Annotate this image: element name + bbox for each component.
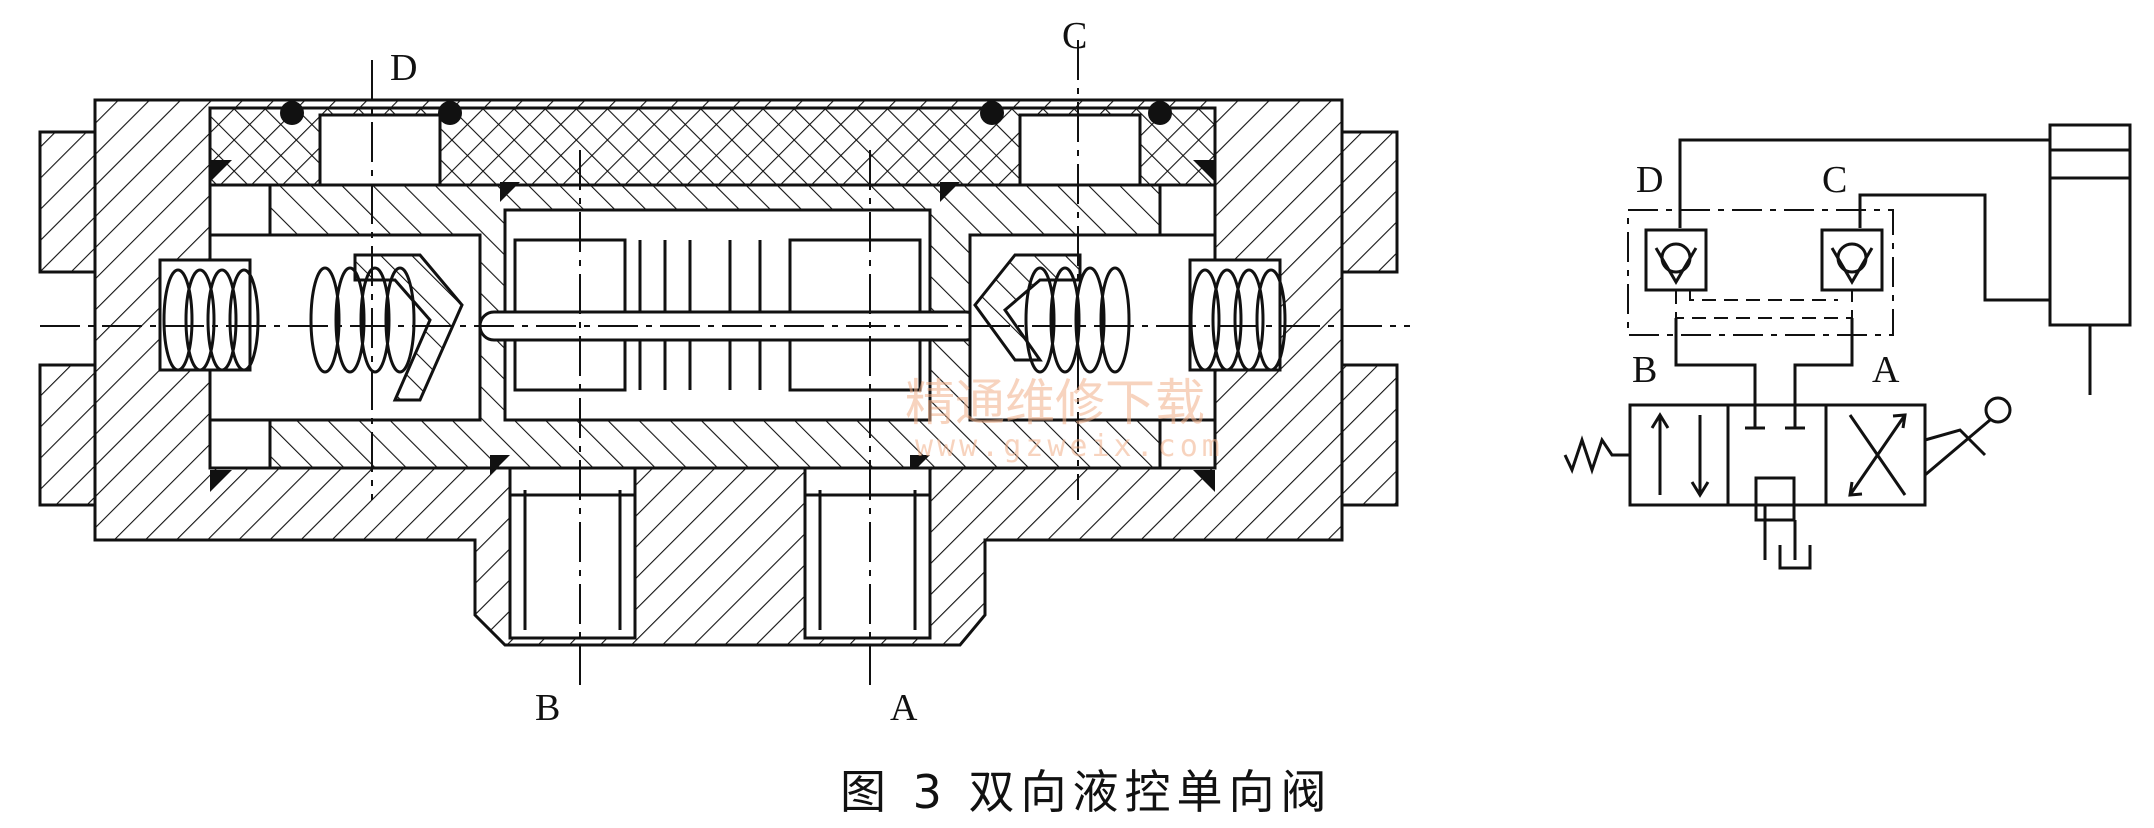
- line-c-to-cylinder: [1858, 193, 2050, 302]
- section-view: [38, 40, 1410, 685]
- right-flange-bottom: [1340, 363, 1399, 507]
- check-valve-icon: [1820, 228, 1884, 292]
- hydraulic-schematic: [1563, 123, 2132, 570]
- tank-icon: [1778, 545, 1812, 570]
- line-b: [1674, 318, 1757, 405]
- label-port-c: C: [1062, 15, 1087, 57]
- watermark-url: www.gzweix.com: [915, 429, 1224, 464]
- lever-icon: [1924, 396, 2012, 477]
- left-flange-top: [38, 130, 97, 274]
- upper-cover: [208, 106, 1217, 187]
- port-bore-lines: [510, 490, 930, 630]
- valve-enclosure: [1627, 209, 1894, 336]
- directional-valve: [1628, 403, 1927, 507]
- pilot-lines: [1675, 290, 1853, 319]
- right-poppet: [973, 253, 1082, 362]
- check-valve-icon: [1644, 228, 1708, 292]
- port-c-passage: [1018, 113, 1142, 187]
- o-rings: [210, 101, 1215, 492]
- line-a: [1793, 318, 1854, 405]
- right-outer-spring: [1189, 268, 1287, 372]
- label-port-b: B: [535, 687, 560, 729]
- port-d-passage: [318, 113, 442, 187]
- left-poppet: [353, 253, 464, 402]
- schematic-label-d: D: [1636, 159, 1663, 201]
- right-flange-top: [1340, 130, 1399, 274]
- left-inner-spring: [309, 266, 416, 374]
- left-outer-spring: [162, 268, 260, 372]
- watermark-brand: 精通维修下载: [905, 374, 1205, 432]
- left-flange-bottom: [38, 363, 97, 507]
- label-port-a: A: [890, 687, 918, 729]
- cylinder: [2048, 123, 2132, 395]
- label-port-d: D: [390, 47, 417, 89]
- spring-icon: [1563, 435, 1630, 475]
- pressure-port-box: [1754, 476, 1796, 522]
- schematic-label-a: A: [1872, 349, 1900, 391]
- figure-caption: 图 3 双向液控单向阀: [840, 765, 1333, 819]
- line-d-to-cylinder: [1678, 138, 2050, 228]
- centre-lines: [40, 40, 1410, 685]
- schematic-label-b: B: [1632, 349, 1657, 391]
- schematic-label-c: C: [1822, 159, 1847, 201]
